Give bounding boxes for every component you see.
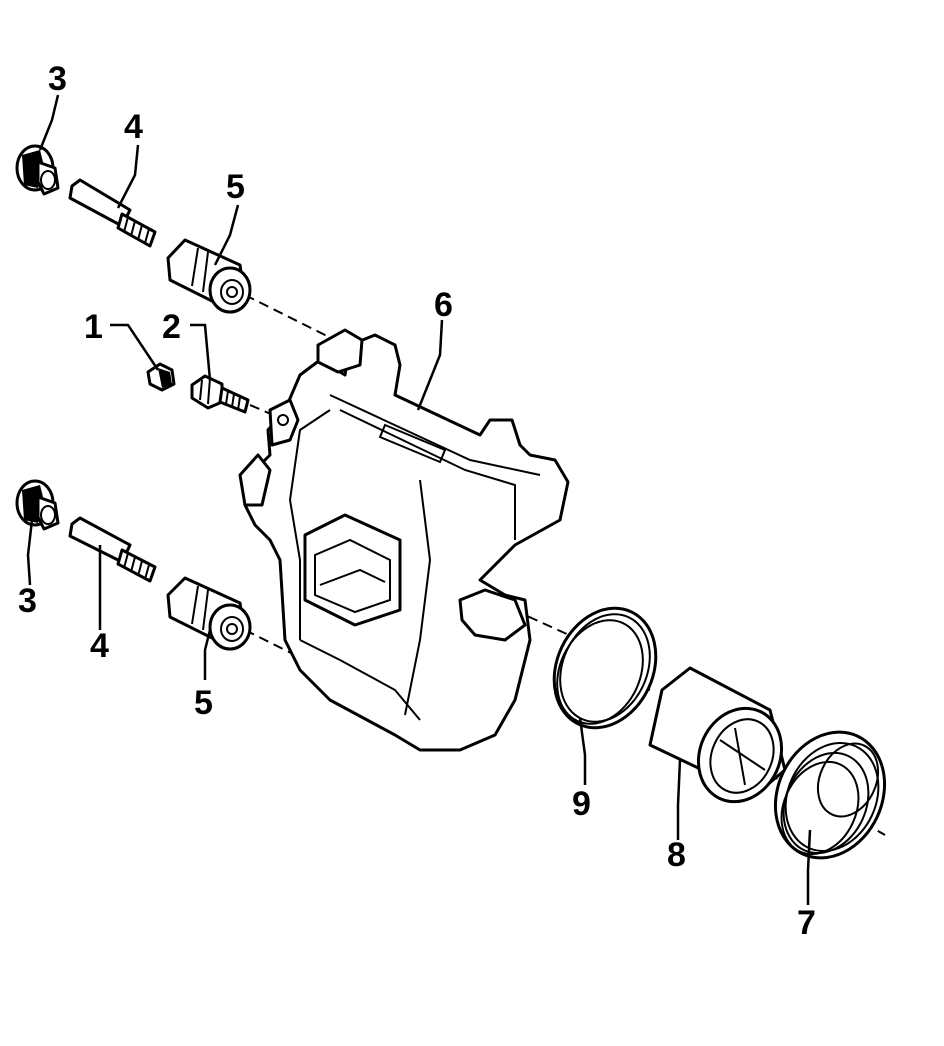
piston-dust-boot	[773, 730, 887, 860]
guide-pin-lower	[68, 516, 157, 583]
callout-4-upper: 4	[124, 108, 143, 146]
callout-8: 8	[667, 836, 686, 874]
callout-6: 6	[434, 286, 453, 324]
bleeder-screw	[190, 374, 250, 414]
piston	[648, 666, 787, 804]
callout-labels: 3 4 5 1 2 6 3 4 5 9 8 7	[18, 60, 816, 942]
guide-bushing-upper	[166, 238, 252, 314]
bleeder-cap	[146, 362, 176, 392]
caliper-housing	[238, 328, 570, 752]
callout-9: 9	[572, 785, 591, 823]
leader-lines	[26, 94, 812, 905]
guide-bushing-lower	[166, 576, 252, 651]
callout-4-lower: 4	[90, 627, 109, 665]
dust-cap-lower	[15, 479, 60, 531]
guide-pin-upper	[68, 178, 157, 248]
callout-3-lower: 3	[18, 582, 37, 620]
callout-3-upper: 3	[48, 60, 67, 98]
callout-1: 1	[84, 308, 103, 346]
piston-seal-ring	[552, 606, 658, 730]
callout-7: 7	[797, 904, 816, 942]
callout-5-lower: 5	[194, 684, 213, 722]
callout-5-upper: 5	[226, 168, 245, 206]
callout-2: 2	[162, 308, 181, 346]
dust-cap-upper	[15, 144, 60, 196]
